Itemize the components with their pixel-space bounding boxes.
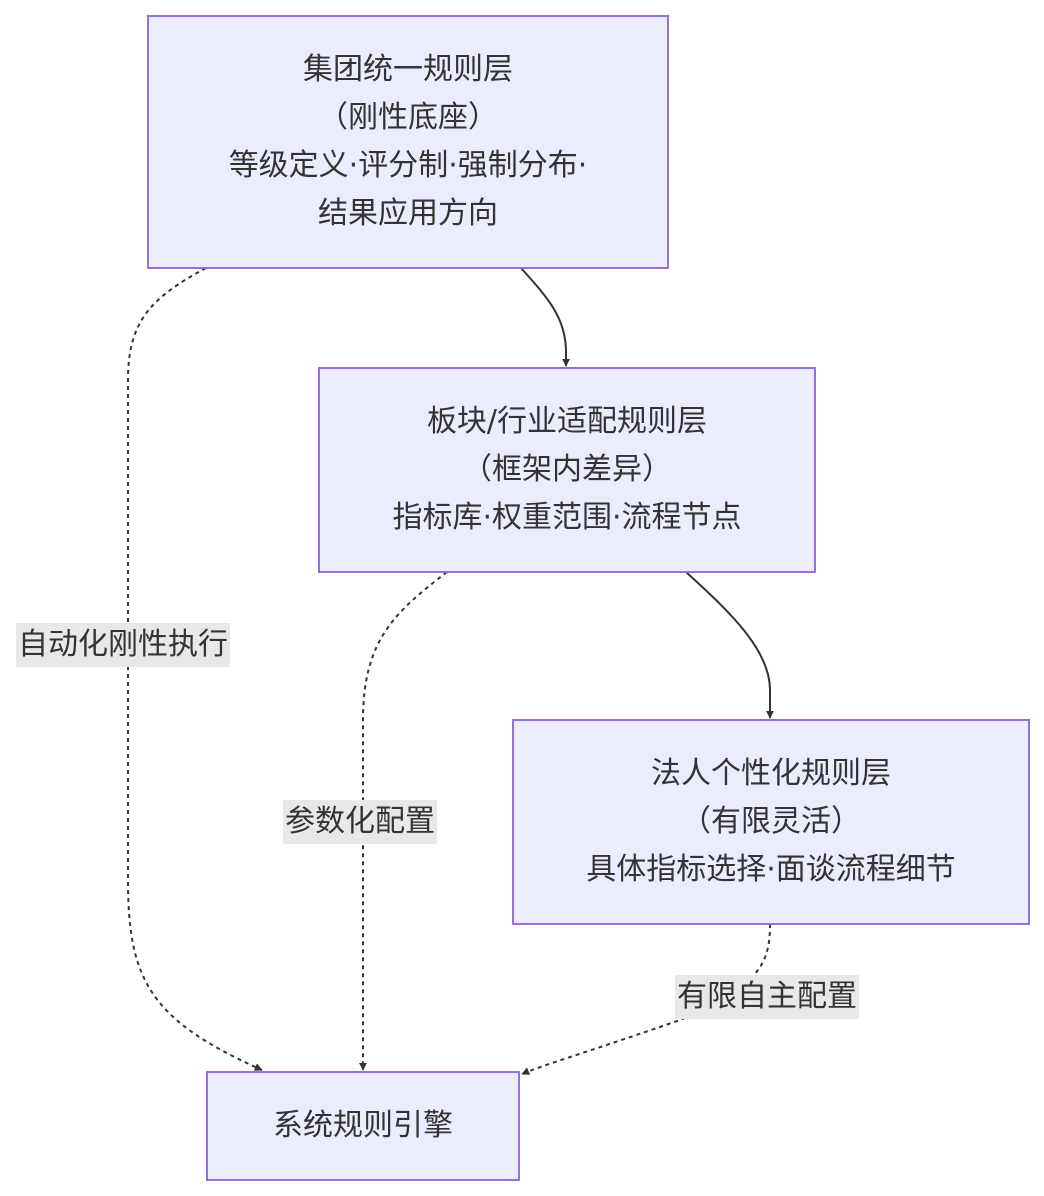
node-entity-line: 法人个性化规则层	[651, 756, 891, 791]
node-group-line: 结果应用方向	[318, 196, 498, 231]
node-sector-line: （框架内差异）	[462, 452, 672, 487]
edge-label-sector-to-engine: 参数化配置	[283, 800, 437, 844]
edge-group-to-engine	[127, 267, 263, 1071]
edge-label-group-to-engine: 自动化刚性执行	[16, 623, 230, 667]
node-sector-line: 板块/行业适配规则层	[426, 404, 708, 439]
edge-group-to-sector	[520, 267, 570, 367]
node-group-line: 等级定义·评分制·强制分布·	[228, 148, 588, 183]
node-group-rule-layer: 集团统一规则层 （刚性底座） 等级定义·评分制·强制分布· 结果应用方向	[147, 15, 669, 269]
node-entity-line: 具体指标选择·面谈流程细节	[586, 852, 956, 887]
edge-label-entity-to-engine: 有限自主配置	[675, 975, 859, 1019]
node-group-line: （刚性底座）	[318, 100, 498, 135]
edge-sector-to-engine	[359, 571, 448, 1071]
node-sector-rule-layer: 板块/行业适配规则层 （框架内差异） 指标库·权重范围·流程节点	[318, 367, 816, 573]
node-system-rule-engine: 系统规则引擎	[206, 1071, 520, 1181]
node-entity-line: （有限灵活）	[681, 804, 861, 839]
node-entity-rule-layer: 法人个性化规则层 （有限灵活） 具体指标选择·面谈流程细节	[512, 719, 1030, 925]
edge-sector-to-entity	[685, 571, 774, 719]
node-group-line: 集团统一规则层	[303, 52, 513, 87]
edge-entity-to-engine	[521, 923, 771, 1075]
node-engine-line: 系统规则引擎	[273, 1108, 453, 1143]
node-sector-line: 指标库·权重范围·流程节点	[392, 500, 742, 535]
